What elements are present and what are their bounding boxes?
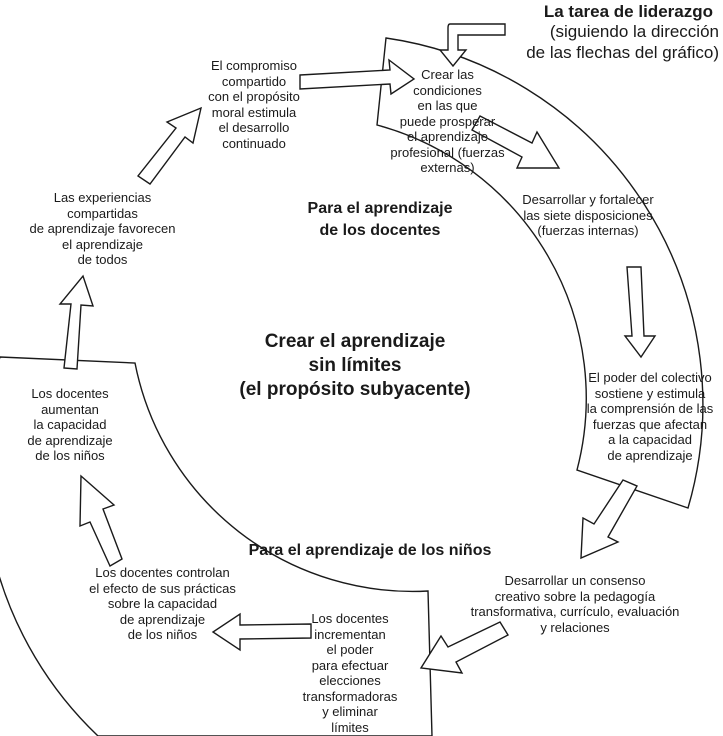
leadership-task-title: La tarea de liderazgo	[543, 2, 713, 21]
arrow-shared-to-commitment	[136, 106, 202, 185]
arrow-increase-to-shared	[58, 274, 94, 370]
step-teachers-increase-capacity: Los docentes aumentan la capacidad de ap…	[27, 386, 113, 463]
step-creative-consensus: Desarrollar un consenso creativo sobre l…	[470, 573, 680, 635]
arrow-dispositions-to-collective	[623, 266, 657, 359]
teachers-learning-label: Para el aprendizaje de los docentes	[307, 200, 453, 239]
step-collective-power: El poder del colectivo sostiene y estimu…	[586, 370, 714, 463]
arrow-commitment-to-conditions	[299, 58, 416, 96]
step-seven-dispositions: Desarrollar y fortalecer las siete dispo…	[522, 192, 654, 238]
step-shared-commitment: El compromiso compartido con el propósit…	[208, 58, 300, 151]
arrow-consensus-to-power	[419, 621, 509, 674]
leadership-task-subtitle: (siguiendo la dirección de las flechas d…	[526, 22, 719, 62]
step-teachers-increase-power: Los docentes incrementan el poder para e…	[302, 611, 398, 735]
arrow-control-to-increase	[79, 474, 123, 567]
children-learning-band	[0, 356, 433, 736]
entry-arrow	[438, 23, 506, 68]
arrow-conditions-to-dispositions	[471, 115, 561, 169]
step-shared-experiences: Las experiencias compartidas de aprendiz…	[29, 190, 176, 267]
children-learning-label: Para el aprendizaje de los niños	[248, 542, 492, 559]
teachers-learning-band	[376, 37, 704, 509]
arrow-collective-to-consensus	[580, 479, 638, 560]
step-teachers-control-effect: Los docentes controlan el efecto de sus …	[89, 565, 236, 642]
arrow-power-to-control	[211, 612, 312, 652]
center-purpose-text: Crear el aprendizaje sin límites (el pro…	[239, 331, 471, 400]
step-create-conditions: Crear las condiciones en las que puede p…	[390, 67, 505, 175]
